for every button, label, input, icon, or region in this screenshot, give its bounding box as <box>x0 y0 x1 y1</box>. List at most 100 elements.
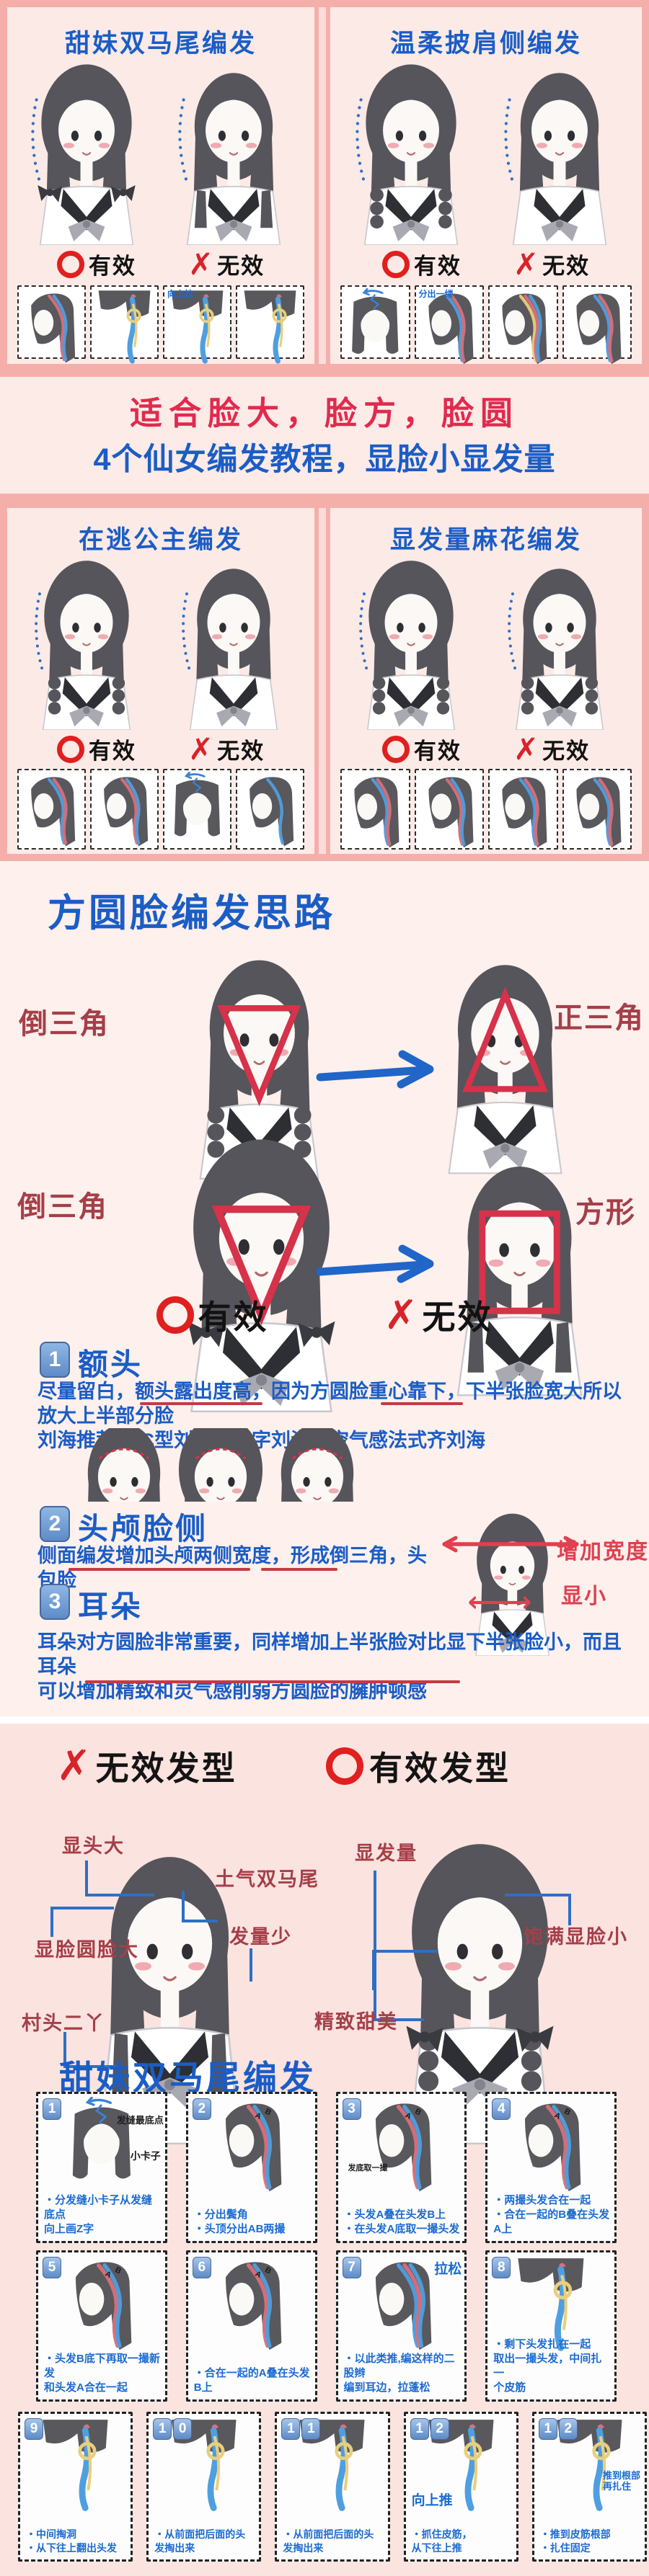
divider-bar <box>0 370 649 377</box>
verdict-row: 有效 ✗无效 <box>7 248 314 280</box>
badge-digit: 3 <box>342 2098 361 2120</box>
step-illustration <box>341 2255 462 2355</box>
tip-number-badge: 1 <box>40 1342 70 1378</box>
label-rustic-twintail: 土气双马尾 <box>215 1868 319 1890</box>
tutorial-step-7: 7・以此类推,编这样的二股辫 编到耳边，拉蓬松拉松 <box>335 2250 467 2402</box>
hairstyle-portrait-bad <box>166 558 301 731</box>
step-annotation: 发底取一撮 <box>348 2164 388 2172</box>
strip-thumbnail <box>562 285 632 365</box>
banner-headline-red: 适合脸大，脸方，脸圆 <box>129 395 519 432</box>
thumbnail-illustration <box>166 771 229 847</box>
step-annotation: 推到根部 再扎住 <box>603 2470 641 2492</box>
connector-line <box>182 1891 218 1922</box>
thumbnail-illustration <box>93 288 156 364</box>
connector-line <box>50 1907 114 1937</box>
label-full-small-face: 饱满显脸小 <box>524 1926 628 1948</box>
thumbnail-illustration <box>418 772 482 848</box>
step-thumbnail-strip <box>340 769 632 850</box>
hairstyle-portrait-bad <box>492 62 627 246</box>
invalid-item: ✗无效 <box>384 1291 493 1339</box>
vertical-divider <box>314 7 330 364</box>
invalid-cross-icon: ✗ <box>513 246 541 281</box>
label-more-volume: 显发量 <box>355 1842 418 1864</box>
red-underline <box>261 1568 337 1571</box>
step-illustration <box>41 2096 162 2196</box>
shape-label-square: 方形 <box>575 1197 636 1229</box>
step-caption: ・两撮头发合在一起 ・合在一起的B叠在头发A上 <box>493 2194 610 2235</box>
badge-digit: 9 <box>25 2418 43 2440</box>
arrow-right-icon <box>316 1048 460 1092</box>
card-title: 在逃公主编发 <box>78 526 243 554</box>
thumbnail-illustration <box>239 288 301 364</box>
red-underline <box>85 1680 460 1683</box>
banner: 适合脸大，脸方，脸圆 4个仙女编发教程，显脸小显发量 <box>0 371 649 501</box>
label-village-girl: 村头二丫 <box>22 2013 105 2034</box>
badge-digit: 1 <box>43 2098 61 2120</box>
invalid-item: ✗无效 <box>188 733 265 765</box>
invalid-label: 无效 <box>422 1298 493 1336</box>
face-diagram-before-2 <box>169 1124 353 1423</box>
step-number-badge: 3 <box>342 2098 361 2120</box>
red-double-arrow-icon <box>467 1595 532 1610</box>
invalid-cross-icon: ✗ <box>56 1742 94 1789</box>
tutorial-step-1: 1・分发缝小卡子从发缝底点 向上画Z字发缝最底点小卡子 <box>36 2092 167 2243</box>
arrow-right-icon <box>316 1243 460 1286</box>
badge-digit: 1 <box>301 2418 321 2440</box>
badge-digit: 0 <box>173 2418 193 2440</box>
strip-thumbnail <box>414 769 484 850</box>
hairstyle-portrait-bad <box>166 62 301 246</box>
tip-number-badge: 2 <box>40 1506 70 1542</box>
hairstyle-portrait-bad <box>492 558 627 731</box>
tip-title-forehead: 额头 <box>78 1347 144 1381</box>
invalid-label: 无效 <box>542 739 591 764</box>
invalid-cross-icon: ✗ <box>513 731 541 766</box>
step-number-badge: 4 <box>492 2098 511 2120</box>
valid-label: 有效 <box>413 739 462 764</box>
thumbnail-illustration <box>239 772 301 847</box>
thumbnail-illustration <box>343 288 407 356</box>
step-caption: ・从前面把后面的头 发掏出来 <box>283 2528 374 2554</box>
connector-line <box>250 1948 255 1982</box>
label-big-head: 显头大 <box>62 1835 125 1857</box>
strip-thumbnail <box>236 285 304 364</box>
step-caption: ・头发A叠在头发B上 ・在头发A底取一撮头发 <box>343 2209 460 2235</box>
badge-digit: 1 <box>281 2418 301 2440</box>
connector-line <box>372 1950 437 1990</box>
tip-body: 耳朵对方圆脸非常重要，同样增加上半张脸对比显下半张脸小，而且耳朵 可以增加精致和… <box>37 1631 622 1702</box>
hairstyle-portrait-good <box>343 62 479 246</box>
banner-headline-blue: 4个仙女编发教程，显脸小显发量 <box>93 442 556 477</box>
annotation-add-width: 增加宽度 <box>557 1540 649 1564</box>
tip-body: 侧面编发增加头颅两侧宽度，形成倒三角，头包脸 <box>37 1545 427 1591</box>
tip-title-ears: 耳朵 <box>78 1590 144 1623</box>
strip-thumbnail <box>17 769 86 850</box>
red-underline <box>69 1568 250 1571</box>
step-illustration <box>490 2255 612 2355</box>
invalid-label: 无效 <box>542 254 591 279</box>
step-caption: ・以此类推,编这样的二股辫 编到耳边，拉蓬松 <box>343 2353 455 2394</box>
step-number-badge: 7 <box>342 2257 361 2278</box>
width-demo-face <box>453 1512 572 1657</box>
step-number-badge: 5 <box>43 2257 61 2278</box>
strip-thumbnail <box>90 285 159 364</box>
valid-circle-icon <box>56 250 84 278</box>
strip-thumbnail <box>340 769 410 850</box>
card-title: 甜妹双马尾编发 <box>64 30 257 58</box>
shape-label-inverted-triangle: 倒三角 <box>17 1191 108 1223</box>
step-number-badge: 2 <box>192 2098 211 2120</box>
strip-thumbnail <box>236 769 304 850</box>
step-illustration <box>23 2417 128 2515</box>
badge-digit: 2 <box>430 2418 449 2440</box>
step-caption: ・头发B底下再取一撮新发 和头发A合在一起 <box>44 2353 160 2394</box>
step-caption: ・中间掏洞 ・从下往上翻出头发 <box>26 2528 117 2554</box>
